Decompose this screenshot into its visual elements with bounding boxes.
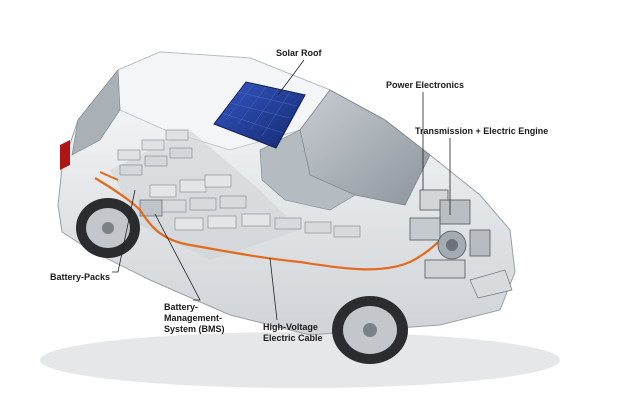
label-power-electronics: Power Electronics [386, 80, 465, 90]
front-wheel [332, 296, 408, 364]
label-solar-roof: Solar Roof [276, 48, 322, 58]
battery-packs-assembly [110, 129, 361, 260]
label-cable: High-Voltage Electric Cable [263, 322, 323, 343]
leader-line-battery-packs [112, 189, 136, 273]
leader-line-cable [269, 257, 278, 321]
high-voltage-cable [94, 177, 449, 271]
solar-roof-panel [213, 81, 306, 149]
ground-shadow [40, 332, 560, 388]
rear-window [71, 69, 121, 156]
side-window [259, 129, 356, 211]
label-battery-packs: Battery-Packs [50, 272, 111, 282]
rear-wheel [76, 198, 140, 258]
leader-line-solar-roof [277, 59, 305, 96]
power-electronics-motor-assembly [409, 189, 491, 279]
bms-unit [139, 199, 163, 217]
leader-line-bms [154, 213, 201, 301]
label-bms: Battery- Management- System (BMS) [164, 302, 225, 334]
cable-branch [99, 171, 119, 181]
headlight [469, 269, 513, 299]
label-transmission-engine: Transmission + Electric Engine [415, 126, 549, 136]
taillight [60, 140, 70, 170]
